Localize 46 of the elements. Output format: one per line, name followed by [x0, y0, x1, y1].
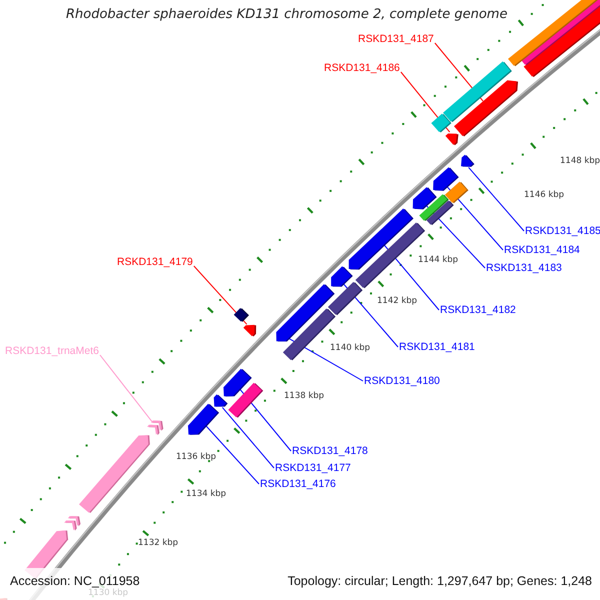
gene-label: RSKD131_4180 [364, 375, 440, 387]
leader-line [193, 266, 248, 325]
scale-label: 1138 kbp [284, 391, 324, 401]
gene-label: RSKD131_4176 [260, 478, 336, 490]
leader-line [288, 338, 364, 382]
gene-feature [214, 394, 228, 407]
gene-feature [147, 420, 164, 436]
gene-feature [412, 187, 437, 210]
scale-label: 1142 kbp [377, 296, 418, 306]
gene-label: RSKD131_4177 [275, 462, 351, 474]
leader-line [400, 72, 450, 133]
gene-feature [224, 368, 252, 396]
gene-feature [188, 404, 220, 435]
gene-label: RSKD131_4183 [486, 262, 562, 274]
scale-label: 1140 kbp [330, 343, 370, 353]
leader-line [222, 406, 274, 468]
gene-feature [445, 134, 458, 146]
gene-label: RSKD131_4181 [399, 341, 475, 353]
scale-label: 1148 kbp [560, 156, 600, 166]
diagram-title: Rhodobacter sphaeroides KD131 chromosome 2, complete genome [66, 7, 508, 22]
scale-label: 1132 kbp [138, 538, 178, 548]
gene-feature [243, 324, 256, 336]
leader-line [383, 244, 440, 310]
gene-label: RSKD131_4184 [504, 244, 580, 256]
footer-text: Accession: NC_011958 [10, 574, 140, 588]
gene-feature [461, 154, 474, 167]
gene-label: RSKD131_4178 [292, 445, 368, 457]
scale-label: 1136 kbp [176, 452, 216, 462]
gene-feature [454, 80, 518, 136]
leader-line [100, 354, 152, 422]
gene-feature [276, 284, 335, 342]
leader-line [239, 388, 292, 452]
leader-line [468, 166, 524, 232]
gene-label: RSKD131_4186 [324, 62, 400, 74]
gene-label: RSKD131_4187 [358, 33, 434, 45]
scale-label: 1134 kbp [186, 489, 226, 499]
gene-label: RSKD131_4182 [440, 304, 516, 316]
leader-line [205, 425, 260, 484]
scale-label: 1146 kbp [524, 190, 564, 200]
leader-line [446, 186, 504, 250]
footer-text: Topology: circular; Length: 1,297,647 bp; Genes: 1,248 [288, 574, 592, 588]
gene-label: RSKD131_trnaMet6 [5, 345, 99, 357]
gene-feature [348, 208, 414, 270]
gene-label: RSKD131_4179 [117, 256, 193, 268]
gene-feature [331, 266, 353, 287]
gene-feature [433, 167, 459, 191]
